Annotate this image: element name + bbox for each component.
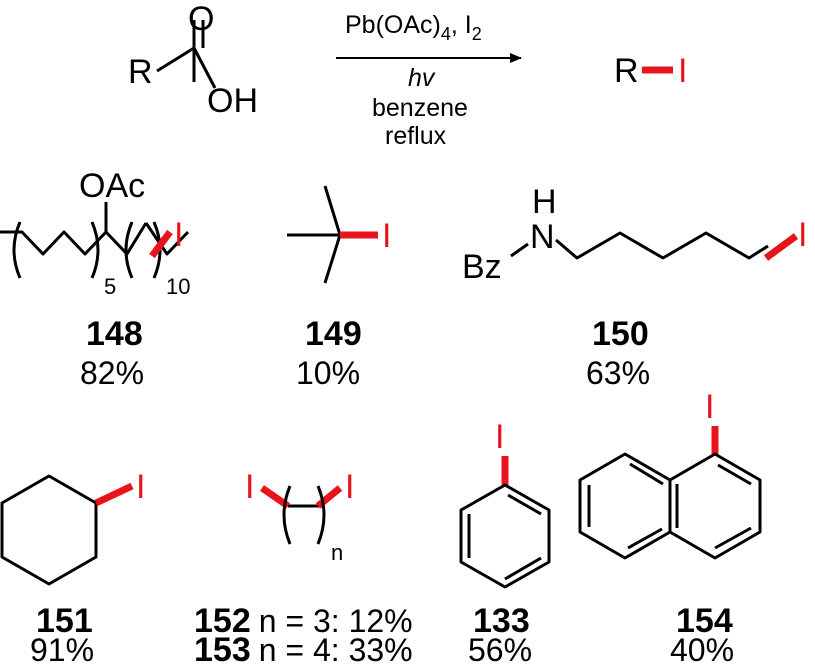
yield-149: 10%	[296, 355, 360, 391]
repeat-count-10: 10	[166, 274, 190, 299]
bz-n-bond	[510, 242, 529, 258]
compound-150: H N Bz I 150 63%	[462, 183, 807, 391]
naphthalene-ring-right	[668, 452, 762, 560]
c-i-bond-150	[763, 233, 799, 261]
c-i-bond-151	[94, 482, 134, 507]
compound-151: I 151 91%	[0, 468, 145, 664]
carbonyl-double-bond	[192, 20, 205, 48]
compound-148: OAc 5 10 I 148 82%	[0, 167, 190, 391]
repeat-count-n: n	[331, 540, 343, 565]
iodine-148: I	[174, 216, 183, 254]
compound-133: I 133 56%	[459, 418, 551, 664]
reagent-solvent: benzene	[372, 94, 468, 122]
naphthalene-ring-left	[578, 452, 672, 560]
compound-label-149: 149	[305, 315, 362, 353]
product-alkyl-iodide: R I	[614, 52, 687, 90]
iodine-150: I	[798, 216, 807, 254]
acid-backbone-bonds	[156, 46, 196, 82]
chain-left-bonds	[0, 222, 148, 256]
yield-150: 63%	[586, 355, 650, 391]
reactant-r-label: R	[128, 53, 153, 91]
benzene-double-bonds	[467, 493, 542, 581]
yield-148: 82%	[80, 355, 144, 391]
repeat-count-5: 5	[104, 274, 116, 299]
compound-label-133: 133	[473, 602, 530, 640]
compound-label-148: 148	[86, 315, 143, 353]
yield-154: 40%	[670, 632, 734, 664]
iodine-149: I	[382, 217, 391, 255]
reagent-line-1: Pb(OAc)4, I2	[345, 11, 482, 44]
yield-133: 56%	[468, 632, 532, 664]
benzene-ring	[459, 483, 551, 589]
amine-nitrogen: N	[530, 218, 555, 256]
reactant-carboxylic-acid: R O OH	[128, 0, 258, 120]
iodine-left-152: I	[245, 468, 254, 506]
c-i-bond-148	[149, 229, 173, 259]
compound-label-154: 154	[676, 602, 733, 640]
reagent-hv: hv	[408, 64, 436, 92]
reagent-temperature: reflux	[385, 122, 447, 150]
acetoxy-group: OAc	[79, 167, 145, 205]
compound-149: I 149 10%	[287, 185, 391, 391]
repeat-bracket-n	[282, 485, 326, 545]
iodine-154: I	[705, 388, 714, 426]
benzoyl-group: Bz	[462, 248, 502, 286]
compound-154: I 154 40%	[578, 388, 762, 664]
reaction-conditions: Pb(OAc)4, I2 hv benzene reflux	[336, 11, 522, 150]
compound-label-151: 151	[36, 602, 93, 640]
cyclohexane-ring	[0, 474, 98, 586]
carbonyl-oxygen: O	[188, 0, 214, 38]
iodine-right-152: I	[345, 468, 354, 506]
product-iodine: I	[678, 52, 687, 90]
compound-label-150: 150	[592, 315, 649, 353]
c-oh-bond	[192, 47, 217, 89]
repeat-bracket-5	[12, 221, 100, 279]
iodine-151: I	[136, 468, 145, 506]
hydroxyl-group: OH	[207, 82, 258, 120]
naphthalene-double-bonds	[587, 462, 752, 550]
chain-right-bonds	[144, 222, 190, 256]
pentyl-chain-bonds	[555, 231, 769, 260]
yield-151: 91%	[30, 632, 94, 664]
tert-butyl-bonds	[287, 185, 342, 284]
iodine-133: I	[495, 418, 504, 456]
product-r-label: R	[614, 52, 639, 90]
amine-hydrogen: H	[532, 183, 557, 221]
